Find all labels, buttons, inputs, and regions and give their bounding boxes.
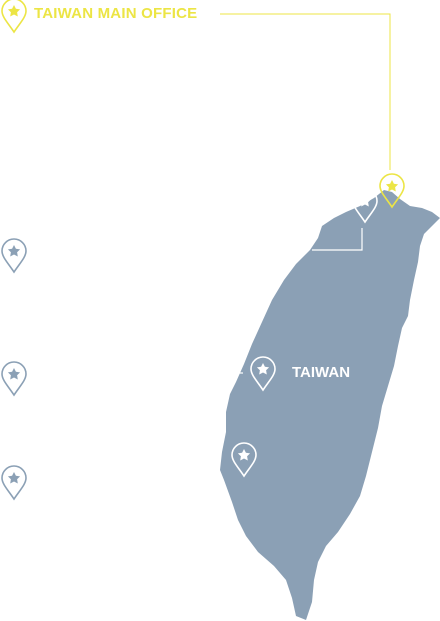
main-office-label[interactable]: TAIWAN MAIN OFFICE (34, 5, 198, 22)
legend-pin-2-icon[interactable] (1, 361, 27, 396)
region-label: TAIWAN (292, 364, 351, 381)
taiwan-island-shape (220, 190, 440, 620)
north-connector-line (312, 228, 363, 251)
main-office-leader-line (220, 13, 391, 170)
legend-pin-3-icon[interactable] (1, 465, 27, 500)
legend-pin-1-icon[interactable] (1, 238, 27, 273)
legend-main-office-pin-icon (1, 0, 27, 33)
